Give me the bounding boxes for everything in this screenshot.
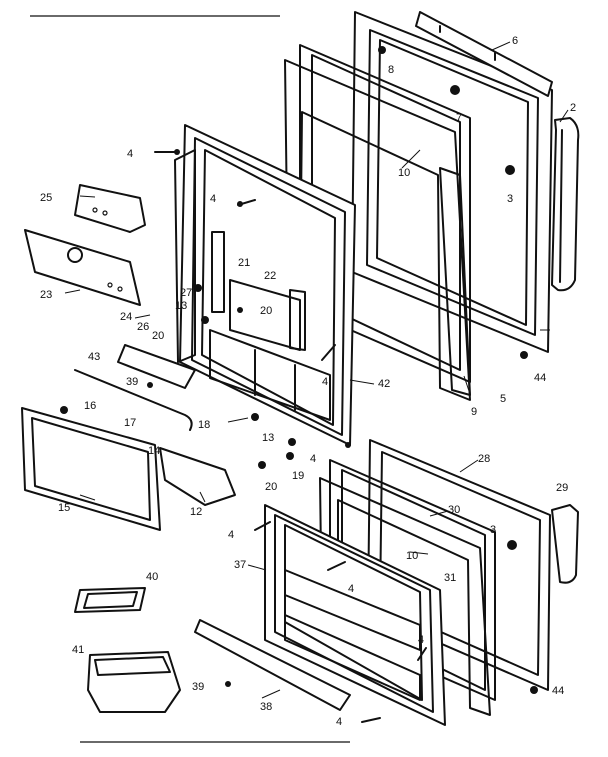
screw-13-a — [194, 284, 202, 292]
label-27: 27 — [180, 287, 192, 299]
hinge-25 — [74, 184, 146, 233]
label-4-a: 4 — [127, 148, 133, 160]
label-4-h: 4 — [336, 716, 342, 728]
label-12: 12 — [190, 506, 202, 518]
screw-44-b — [530, 686, 538, 694]
label-16: 16 — [84, 400, 96, 412]
light-housing-14 — [159, 447, 236, 506]
part-labels: 6 8 7 2 10 3 4 4 25 21 22 23 27 13 20 24… — [40, 35, 576, 728]
freezer-inner-door-liner — [174, 124, 356, 446]
label-40: 40 — [146, 571, 158, 583]
label-10-b: 10 — [406, 550, 418, 562]
screw-4-e — [254, 521, 271, 531]
label-28: 28 — [478, 453, 490, 465]
label-31: 31 — [444, 572, 456, 584]
label-8: 8 — [388, 64, 394, 76]
screw-3-a — [505, 165, 515, 175]
screw-18 — [251, 413, 259, 421]
screw-20-c — [258, 461, 266, 469]
label-20-c: 20 — [265, 481, 277, 493]
label-39-b: 39 — [192, 681, 204, 693]
label-39-a: 39 — [126, 376, 138, 388]
label-15: 15 — [58, 502, 70, 514]
butter-bin-41 — [87, 651, 181, 713]
screw-20-b — [237, 307, 243, 313]
label-44-a: 44 — [534, 372, 546, 384]
label-30: 30 — [448, 504, 460, 516]
label-13-b: 13 — [262, 432, 274, 444]
label-5: 5 — [500, 393, 506, 405]
label-19: 19 — [292, 470, 304, 482]
screw-44-a — [520, 351, 528, 359]
wire-17 — [74, 369, 193, 431]
label-14: 14 — [148, 445, 160, 457]
screw-7 — [450, 85, 460, 95]
label-6: 6 — [512, 35, 518, 47]
label-2: 2 — [570, 102, 576, 114]
label-4-e: 4 — [228, 529, 234, 541]
label-10-a: 10 — [398, 167, 410, 179]
label-26: 26 — [137, 321, 149, 333]
butter-lid-40 — [74, 587, 146, 613]
handle-2 — [551, 117, 580, 292]
label-3-b: 3 — [490, 524, 496, 536]
label-17: 17 — [124, 417, 136, 429]
label-3-a: 3 — [507, 193, 513, 205]
screw-4-g — [417, 647, 427, 661]
label-25: 25 — [40, 192, 52, 204]
label-43: 43 — [88, 351, 100, 363]
label-42: 42 — [378, 378, 390, 390]
hinge-23 — [24, 229, 141, 306]
screw-39-b — [225, 681, 231, 687]
label-13-a: 13 — [175, 300, 187, 312]
label-4-f: 4 — [348, 583, 354, 595]
label-4-c: 4 — [322, 376, 328, 388]
label-29: 29 — [556, 482, 568, 494]
label-21: 21 — [238, 257, 250, 269]
label-44-b: 44 — [552, 685, 564, 697]
screw-4-f — [327, 561, 346, 571]
screw-19 — [286, 452, 294, 460]
handle-29 — [551, 504, 579, 584]
screw-3-b — [507, 540, 517, 550]
screw-39-a — [147, 382, 153, 388]
label-37: 37 — [234, 559, 246, 571]
label-22: 22 — [264, 270, 276, 282]
label-18: 18 — [198, 419, 210, 431]
freezer-outer-door-panel — [344, 11, 553, 353]
screw-13-b — [288, 438, 296, 446]
label-20-b: 20 — [152, 330, 164, 342]
screw-8 — [378, 46, 386, 54]
door-trim-strip-6 — [415, 11, 553, 97]
label-7: 7 — [456, 112, 462, 124]
door-shelf-38 — [194, 619, 351, 711]
label-23: 23 — [40, 289, 52, 301]
label-4-g: 4 — [418, 634, 424, 646]
dispenser-panel-15 — [21, 406, 161, 531]
screw-4-c — [321, 344, 336, 361]
screw-4-h — [361, 717, 381, 723]
switch-43 — [117, 344, 196, 389]
fresh-food-inner-liner — [264, 504, 446, 726]
screw-20-a — [201, 316, 209, 324]
screw-4-b — [237, 199, 256, 207]
label-4-d: 4 — [310, 453, 316, 465]
screw-4-d — [345, 442, 351, 448]
label-20-a: 20 — [260, 305, 272, 317]
label-38: 38 — [260, 701, 272, 713]
label-41: 41 — [72, 644, 84, 656]
leader-lines — [64, 41, 569, 699]
screw-4-a — [154, 149, 180, 155]
label-24: 24 — [120, 311, 132, 323]
label-9: 9 — [471, 406, 477, 418]
label-4-b: 4 — [210, 193, 216, 205]
